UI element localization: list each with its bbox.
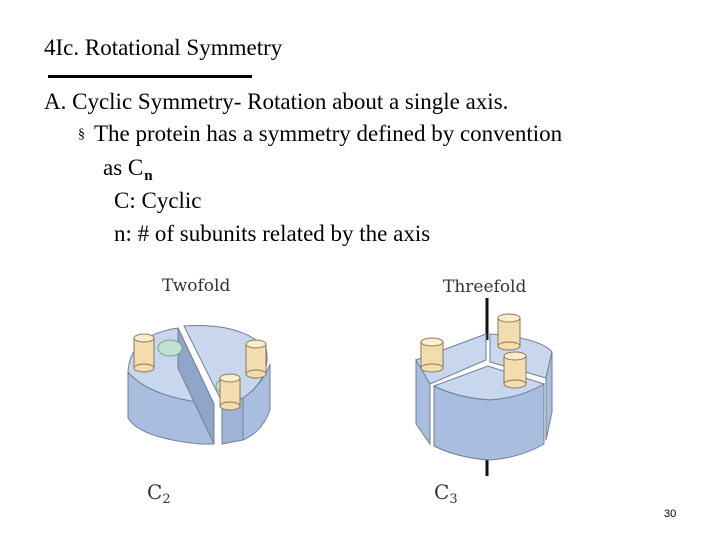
threefold-cylinder-front bbox=[503, 351, 527, 389]
threefold-diagram bbox=[415, 298, 553, 476]
c3-letter: C bbox=[434, 480, 450, 504]
threefold-cylinder-left bbox=[420, 337, 444, 373]
twofold-cylinder-front bbox=[219, 373, 241, 411]
definition-c: C: Cyclic bbox=[114, 188, 202, 213]
page-number: 30 bbox=[664, 508, 677, 520]
twofold-cylinder-right bbox=[245, 339, 267, 379]
point-cyclic-symmetry: A. Cyclic Symmetry- Rotation about a sin… bbox=[44, 89, 509, 114]
slide-title: 4Ic. Rotational Symmetry bbox=[44, 35, 283, 60]
c3-symbol: C3 bbox=[434, 480, 458, 507]
convention-cn: as Cn bbox=[103, 154, 153, 185]
c2-subscript: 2 bbox=[162, 492, 171, 507]
twofold-diagram bbox=[127, 325, 271, 445]
convention-prefix: as C bbox=[103, 155, 144, 180]
threefold-cylinder-back bbox=[497, 313, 521, 351]
c2-letter: C bbox=[147, 480, 163, 504]
c2-symbol: C2 bbox=[147, 480, 171, 507]
bullet-text: The protein has a symmetry defined by co… bbox=[94, 121, 563, 146]
twofold-label: Twofold bbox=[162, 276, 231, 296]
definition-n: n: # of subunits related by the axis bbox=[114, 221, 431, 246]
bullet-convention: § The protein has a symmetry defined by c… bbox=[78, 120, 562, 152]
c3-subscript: 3 bbox=[449, 492, 458, 507]
threefold-label: Threefold bbox=[443, 277, 527, 297]
twofold-cylinder-left bbox=[133, 333, 155, 373]
convention-subscript: n bbox=[144, 168, 153, 184]
bullet-icon: § bbox=[78, 127, 85, 142]
title-underline bbox=[48, 75, 252, 78]
